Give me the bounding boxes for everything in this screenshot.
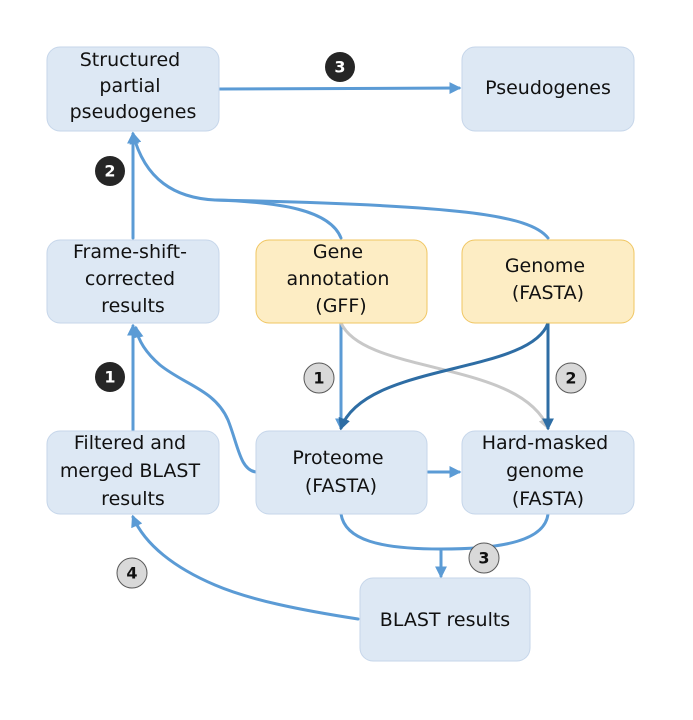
- svg-text:Frame-shift- corrected: Frame-shift- corrected results: [73, 241, 193, 317]
- step-badge-dark-1: 1: [95, 362, 125, 392]
- svg-text:2: 2: [565, 369, 576, 388]
- svg-text:2: 2: [104, 162, 115, 181]
- edge-proteome-merge-to-blast: [339, 512, 443, 551]
- node-line: partial: [99, 75, 160, 97]
- node-hard-masked-genome: Hard-masked genome (FASTA): [461, 430, 635, 515]
- node-structured-partial-pseudogenes: Structured partial pseudogenes: [46, 46, 220, 132]
- svg-text:Gene annotation (G: Gene annotation (GFF): [287, 241, 396, 317]
- edge-structured-to-pseudogenes: [217, 82, 462, 95]
- node-line: merged BLAST: [60, 460, 201, 482]
- node-line: Filtered and: [74, 432, 186, 454]
- svg-text:1: 1: [104, 368, 115, 387]
- node-line: Genome: [505, 255, 585, 277]
- step-badge-light-4: 4: [116, 557, 148, 589]
- edge-genome-to-proteome: [338, 321, 550, 431]
- node-genome: Genome (FASTA): [461, 239, 635, 324]
- svg-text:Filtered and merged BLAS: Filtered and merged BLAST results: [60, 432, 206, 510]
- node-line: Hard-masked: [482, 432, 608, 454]
- node-line: Gene: [313, 241, 363, 263]
- node-gene-annotation: Gene annotation (GFF): [255, 239, 428, 324]
- node-line: (FASTA): [512, 282, 584, 304]
- node-line: (GFF): [315, 295, 366, 317]
- svg-text:3: 3: [478, 549, 489, 568]
- edge-annotation-to-hardmasked: [339, 321, 550, 431]
- node-line: annotation: [287, 268, 390, 290]
- svg-text:1: 1: [313, 369, 324, 388]
- svg-text:Proteome (FASTA): Proteome (FASTA): [292, 447, 389, 497]
- node-line: (FASTA): [512, 488, 584, 510]
- node-line: genome: [506, 460, 584, 482]
- node-blast-results: BLAST results: [359, 577, 531, 662]
- svg-text:Structured partial: Structured partial pseudogenes: [70, 49, 197, 123]
- svg-text:BLAST results: BLAST results: [380, 609, 510, 631]
- step-badge-dark-3: 3: [325, 52, 355, 82]
- node-proteome: Proteome (FASTA): [255, 430, 428, 515]
- edge-annotation-to-structured: [129, 131, 343, 240]
- node-line: pseudogenes: [70, 101, 197, 123]
- node-line: (FASTA): [305, 475, 377, 497]
- step-badge-light-2: 2: [555, 362, 587, 394]
- step-badge-light-1: 1: [303, 362, 335, 394]
- node-line: corrected: [85, 268, 175, 290]
- edge-proteome-to-frameshift: [131, 325, 258, 474]
- node-line: Proteome: [292, 447, 383, 469]
- edges: [127, 82, 554, 621]
- edge-blast-to-filtered: [131, 514, 360, 621]
- step-badge-dark-2: 2: [95, 156, 125, 186]
- node-line: results: [101, 488, 165, 510]
- svg-text:4: 4: [126, 564, 137, 583]
- step-badge-light-3: 3: [468, 542, 500, 574]
- edge-genome-to-structured: [213, 198, 550, 240]
- node-filtered-merged-blast-results: Filtered and merged BLAST results: [46, 430, 220, 515]
- node-line: results: [101, 295, 165, 317]
- node-line: Structured: [80, 49, 180, 71]
- svg-text:Hard-masked genome: Hard-masked genome (FASTA): [482, 432, 615, 510]
- node-frame-shift-corrected-results: Frame-shift- corrected results: [46, 239, 220, 324]
- node-line: BLAST results: [380, 609, 510, 631]
- svg-text:Genome (FASTA): Genome (FASTA): [505, 255, 591, 304]
- node-line: Frame-shift-: [73, 241, 187, 263]
- edge-hardmasked-merge-to-blast: [439, 512, 550, 551]
- node-line: Pseudogenes: [485, 77, 611, 99]
- svg-text:3: 3: [334, 58, 345, 77]
- svg-text:Pseudogenes: Pseudogenes: [485, 77, 611, 99]
- node-pseudogenes: Pseudogenes: [461, 46, 635, 132]
